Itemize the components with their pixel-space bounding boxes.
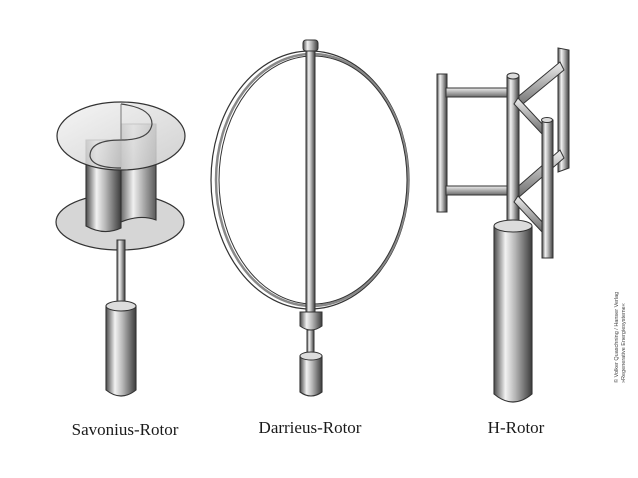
h-rotor-blade-rear xyxy=(557,47,570,173)
darrieus-hub xyxy=(299,311,323,331)
copyright-credit: © Volker Quaschning / Hanser Verlag »Reg… xyxy=(614,292,628,383)
darrieus-rotor xyxy=(210,39,410,397)
savonius-rotor-label: Savonius-Rotor xyxy=(71,420,179,439)
darrieus-mast xyxy=(305,47,316,319)
credit-line-1: © Volker Quaschning / Hanser Verlag xyxy=(614,291,620,383)
h-rotor-arm-bottom xyxy=(445,185,513,196)
credit-line-2: »Regenerative Energiesysteme« xyxy=(621,303,627,383)
h-rotor-blade-front xyxy=(541,119,554,259)
savonius-rotor xyxy=(55,101,186,397)
h-rotor-blade-left xyxy=(436,73,448,213)
h-rotor xyxy=(436,47,570,403)
darrieus-rotor-label: Darrieus-Rotor xyxy=(258,418,362,437)
h-rotor-label: H-Rotor xyxy=(487,418,545,437)
darrieus-top-cap xyxy=(302,39,319,52)
h-rotor-arm-top xyxy=(445,87,513,98)
h-rotor-tower xyxy=(493,219,533,403)
savonius-generator xyxy=(105,301,137,397)
savonius-shaft xyxy=(116,239,126,309)
